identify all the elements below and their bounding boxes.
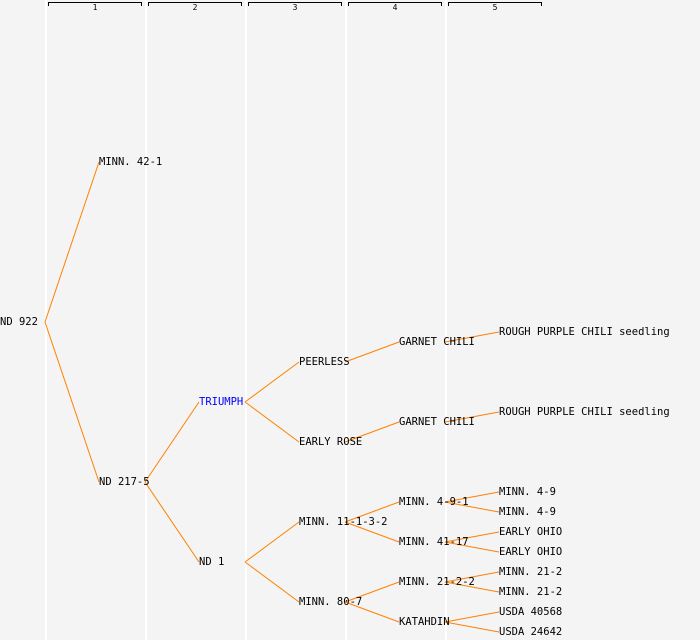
- pedigree-node[interactable]: EARLY OHIO: [499, 526, 563, 538]
- column-bracket: [448, 2, 542, 6]
- column-bracket: [248, 2, 342, 6]
- pedigree-edge: [344, 521, 400, 543]
- column-separator: [145, 0, 147, 640]
- pedigree-node[interactable]: ND 217-5: [99, 476, 150, 488]
- pedigree-edge: [444, 611, 500, 623]
- pedigree-node[interactable]: MINN. 21-2-2: [399, 576, 475, 588]
- pedigree-node[interactable]: ND 1: [199, 556, 225, 568]
- column-separator: [245, 0, 247, 640]
- pedigree-node[interactable]: MINN. 41-17: [399, 536, 469, 548]
- pedigree-edge: [444, 491, 500, 503]
- pedigree-node[interactable]: EARLY OHIO: [499, 546, 563, 558]
- pedigree-node[interactable]: MINN. 4-9: [499, 506, 556, 518]
- pedigree-edge: [344, 601, 400, 623]
- pedigree-edge: [344, 421, 400, 443]
- pedigree-edge: [444, 621, 500, 633]
- pedigree-edge: [344, 501, 400, 523]
- column-separator: [345, 0, 347, 640]
- column-number: 1: [92, 3, 98, 12]
- pedigree-node[interactable]: TRIUMPH: [199, 396, 244, 408]
- column-number: 5: [492, 3, 498, 12]
- pedigree-edge: [444, 531, 500, 543]
- pedigree-edge: [244, 521, 300, 563]
- pedigree-edge: [444, 571, 500, 583]
- pedigree-node[interactable]: USDA 40568: [499, 606, 563, 618]
- pedigree-node[interactable]: EARLY ROSE: [299, 436, 363, 448]
- pedigree-edge: [244, 401, 300, 443]
- pedigree-edge: [44, 321, 100, 483]
- pedigree-edge: [444, 331, 500, 343]
- pedigree-edge: [444, 541, 500, 553]
- pedigree-node[interactable]: MINN. 4-9: [499, 486, 556, 498]
- pedigree-edge: [244, 561, 300, 603]
- pedigree-edge: [144, 401, 200, 483]
- pedigree-node[interactable]: MINN. 42-1: [99, 156, 163, 168]
- column-bracket: [148, 2, 242, 6]
- pedigree-node[interactable]: ND 922: [0, 316, 38, 328]
- pedigree-edge: [344, 341, 400, 363]
- pedigree-node[interactable]: MINN. 21-2: [499, 586, 563, 598]
- column-separator: [445, 0, 447, 640]
- column-number: 2: [192, 3, 198, 12]
- pedigree-edge: [244, 361, 300, 403]
- pedigree-node[interactable]: ROUGH PURPLE CHILI seedling: [499, 326, 670, 338]
- column-bracket: [48, 2, 142, 6]
- pedigree-edge: [444, 581, 500, 593]
- column-number: 4: [392, 3, 398, 12]
- pedigree-node[interactable]: PEERLESS: [299, 356, 350, 368]
- pedigree-edge: [344, 581, 400, 603]
- pedigree-node[interactable]: MINN. 4-9-1: [399, 496, 469, 508]
- column-number: 3: [292, 3, 298, 12]
- pedigree-edge: [444, 501, 500, 513]
- pedigree-node[interactable]: ROUGH PURPLE CHILI seedling: [499, 406, 670, 418]
- pedigree-node[interactable]: USDA 24642: [499, 626, 563, 638]
- pedigree-node[interactable]: GARNET CHILI: [399, 336, 475, 348]
- pedigree-node[interactable]: MINN. 11-1-3-2: [299, 516, 388, 528]
- pedigree-node[interactable]: MINN. 21-2: [499, 566, 563, 578]
- column-bracket: [348, 2, 442, 6]
- pedigree-edge: [144, 481, 200, 563]
- pedigree-node[interactable]: KATAHDIN: [399, 616, 450, 628]
- pedigree-node[interactable]: MINN. 80-7: [299, 596, 363, 608]
- pedigree-edge: [44, 161, 100, 323]
- pedigree-edge: [444, 411, 500, 423]
- pedigree-node[interactable]: GARNET CHILI: [399, 416, 475, 428]
